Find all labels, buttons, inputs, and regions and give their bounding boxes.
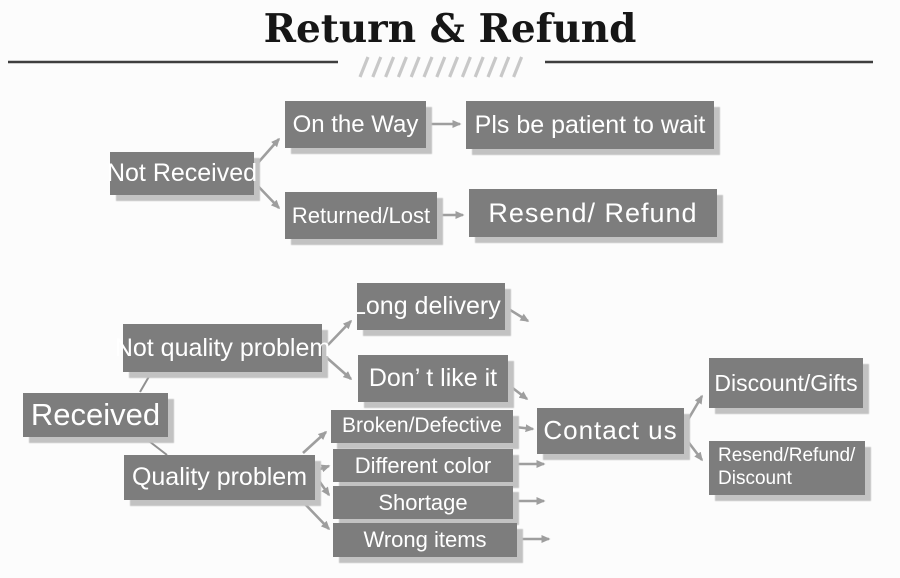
node-label: Different color <box>354 452 492 478</box>
hatch-decoration <box>358 56 524 78</box>
node-label: On the Way <box>292 110 419 138</box>
node-resend-refund-discount: Resend/Refund/ Discount <box>709 441 865 495</box>
node-label: Shortage <box>378 489 468 515</box>
node-resend-refund: Resend/ Refund <box>469 189 717 237</box>
node-received: Received <box>23 393 168 437</box>
node-label: Not quality problem <box>114 333 331 362</box>
node-label: Contact us <box>543 415 678 446</box>
node-not-received: Not Received <box>106 152 258 195</box>
node-wrong-items: Wrong items <box>333 523 517 557</box>
arrow-not-received-to-returned-lost <box>255 183 281 210</box>
node-contact-us: Contact us <box>537 408 684 454</box>
node-dont-like-it: Don’ t like it <box>358 355 508 402</box>
node-quality-problem: Quality problem <box>124 455 315 500</box>
node-label: Not Received <box>106 159 258 188</box>
arrow-not-received-to-on-the-way <box>255 137 280 166</box>
node-label: Pls be patient to wait <box>474 110 706 139</box>
node-label: Received <box>30 396 161 432</box>
node-shortage: Shortage <box>333 486 513 519</box>
node-not-quality-problem: Not quality problem <box>115 324 330 372</box>
arrow-broken-defective-to-contact-us <box>514 424 535 433</box>
node-label: Discount/Gifts <box>714 369 858 396</box>
node-label: Resend/Refund/ Discount <box>718 445 856 489</box>
arrow-long-delivery-out <box>506 306 530 323</box>
page-title: Return & Refund <box>263 6 637 52</box>
node-pls-be-patient-to-wait: Pls be patient to wait <box>466 101 714 149</box>
node-label: Resend/ Refund <box>488 197 698 228</box>
arrow-contact-us-to-discount-gifts <box>684 394 704 424</box>
arrow-quality-to-different-color <box>316 464 331 473</box>
node-label: Returned/Lost <box>291 202 431 228</box>
node-label: Quality problem <box>131 463 308 492</box>
arrow-contact-us-to-resend-refund-discount <box>684 438 704 462</box>
node-different-color: Different color <box>333 449 513 482</box>
line-not-quality-to-received <box>139 372 152 393</box>
node-returned-lost: Returned/Lost <box>285 192 437 239</box>
arrow-quality-to-broken-defective <box>302 430 328 454</box>
arrow-quality-to-shortage <box>315 477 331 497</box>
node-label: Don’ t like it <box>368 364 498 393</box>
arrow-quality-to-wrong-items <box>303 502 331 531</box>
node-on-the-way: On the Way <box>285 101 426 148</box>
node-discount-gifts: Discount/Gifts <box>709 358 863 408</box>
node-label: Wrong items <box>363 527 487 553</box>
node-label: Long delivery <box>357 292 501 321</box>
node-broken-defective: Broken/Defective <box>331 410 513 443</box>
arrow-dont-like-it-to-contact-us <box>509 384 529 401</box>
node-long-delivery: Long delivery <box>357 283 505 330</box>
node-label: Broken/Defective <box>342 414 502 438</box>
line-received-to-quality <box>144 437 168 456</box>
